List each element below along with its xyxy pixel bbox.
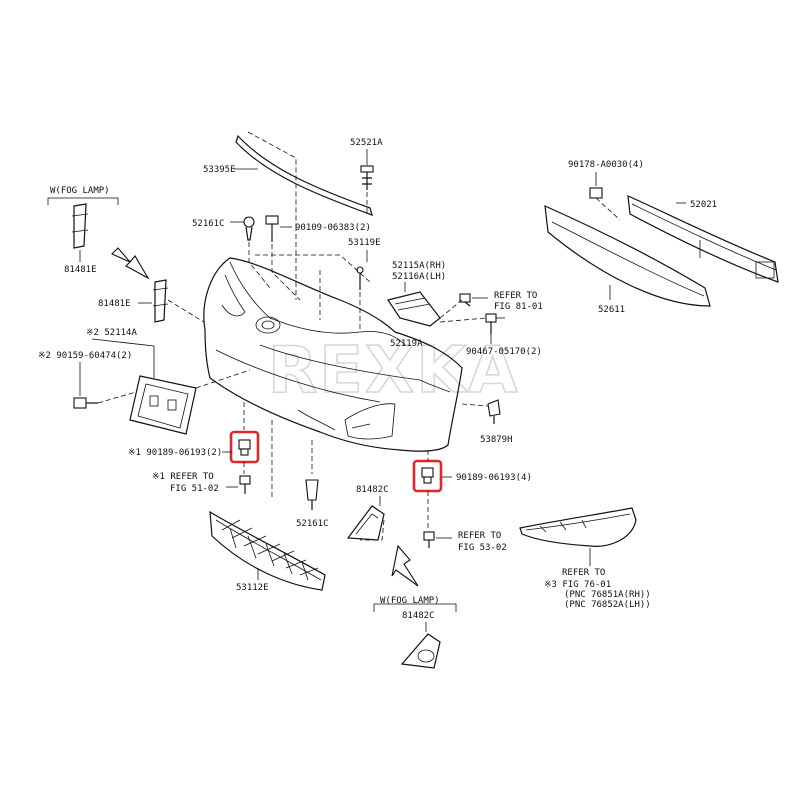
label-52161C-bottom: 52161C bbox=[296, 519, 329, 529]
clip-53879H[interactable] bbox=[487, 399, 501, 424]
label-53119E: 53119E bbox=[348, 238, 381, 248]
bracket-52115A[interactable] bbox=[387, 291, 441, 327]
highlight-90189-left bbox=[229, 430, 260, 464]
bumper-cover-52119A[interactable] bbox=[203, 257, 463, 452]
screw-ref51[interactable] bbox=[239, 475, 251, 494]
label-53395E: 53395E bbox=[203, 165, 236, 175]
label-ref81-line1: REFER TO bbox=[494, 291, 537, 301]
label-81481E-a: 81481E bbox=[64, 265, 97, 275]
grille-53112E[interactable] bbox=[209, 510, 326, 591]
label-fog-top: W(FOG LAMP) bbox=[50, 186, 110, 196]
label-90467: 90467-05170(2) bbox=[466, 347, 542, 357]
label-90109: 90109-06383(2) bbox=[295, 223, 371, 233]
side-trim-ref76[interactable] bbox=[519, 507, 637, 547]
label-ref53-line1: REFER TO bbox=[458, 531, 501, 541]
label-90189-right: 90189-06193(4) bbox=[456, 473, 532, 483]
clip-53119E[interactable] bbox=[356, 266, 364, 290]
clip-52161C-top[interactable] bbox=[243, 216, 255, 241]
screw-ref53[interactable] bbox=[423, 531, 435, 548]
clip-90189-left[interactable] bbox=[238, 439, 251, 456]
label-90159: ※2 90159-60474(2) bbox=[38, 351, 132, 361]
label-53879H: 53879H bbox=[480, 435, 513, 445]
label-81482C-mid: 81482C bbox=[356, 485, 389, 495]
screw-ref81[interactable] bbox=[459, 293, 471, 307]
label-ref51-line2: FIG 51-02 bbox=[170, 484, 219, 494]
reinforcement-52021[interactable] bbox=[627, 195, 779, 283]
arrow-fog-bottom bbox=[391, 544, 419, 587]
screw-90159[interactable] bbox=[73, 397, 98, 409]
label-ref76-line4: (PNC 76852A(LH)) bbox=[564, 600, 651, 610]
clip-90189-right[interactable] bbox=[421, 467, 434, 484]
screw-90109[interactable] bbox=[265, 215, 279, 242]
label-81482C-bottom: 81482C bbox=[402, 611, 435, 621]
label-52114A: ※2 52114A bbox=[86, 328, 137, 338]
arrow-fog-top bbox=[111, 247, 150, 280]
screw-90467[interactable] bbox=[485, 313, 497, 334]
label-52021: 52021 bbox=[690, 200, 717, 210]
label-52119A: 52119A bbox=[390, 339, 423, 349]
fog-bezel-81482C[interactable] bbox=[346, 505, 385, 541]
label-ref53-line2: FIG 53-02 bbox=[458, 543, 507, 553]
label-52116A: 52116A(LH) bbox=[392, 272, 446, 282]
label-52115A: 52115A(RH) bbox=[392, 261, 446, 271]
bracket-81481E-a[interactable] bbox=[71, 203, 89, 249]
highlight-90189-right bbox=[412, 459, 443, 493]
bracket-81481E-b[interactable] bbox=[152, 279, 169, 323]
label-81481E-b: 81481E bbox=[98, 299, 131, 309]
label-ref76-line2: ※3 FIG 76-01 bbox=[544, 580, 611, 590]
license-bracket-52114A[interactable] bbox=[129, 375, 197, 435]
label-90189-left: ※1 90189-06193(2) bbox=[128, 448, 222, 458]
label-53112E: 53112E bbox=[236, 583, 269, 593]
label-ref51-line1: ※1 REFER TO bbox=[152, 472, 214, 482]
nut-90178[interactable] bbox=[589, 187, 603, 199]
clip-52521A[interactable] bbox=[360, 165, 374, 190]
absorber-52611[interactable] bbox=[544, 205, 711, 307]
part-53395E[interactable] bbox=[235, 134, 373, 216]
clip-52161C-bottom[interactable] bbox=[305, 479, 319, 510]
label-ref76-line3: (PNC 76851A(RH)) bbox=[564, 590, 651, 600]
watermark: REXKA bbox=[268, 334, 519, 408]
label-52521A: 52521A bbox=[350, 138, 383, 148]
fog-bezel-81482C-bottom[interactable] bbox=[400, 633, 441, 669]
label-fog-bottom: W(FOG LAMP) bbox=[380, 596, 440, 606]
label-ref76-line1: REFER TO bbox=[562, 568, 605, 578]
label-52611: 52611 bbox=[598, 305, 625, 315]
label-90178: 90178-A0030(4) bbox=[568, 160, 644, 170]
label-ref81-line2: FIG 81-01 bbox=[494, 302, 543, 312]
label-52161C-top: 52161C bbox=[192, 219, 225, 229]
